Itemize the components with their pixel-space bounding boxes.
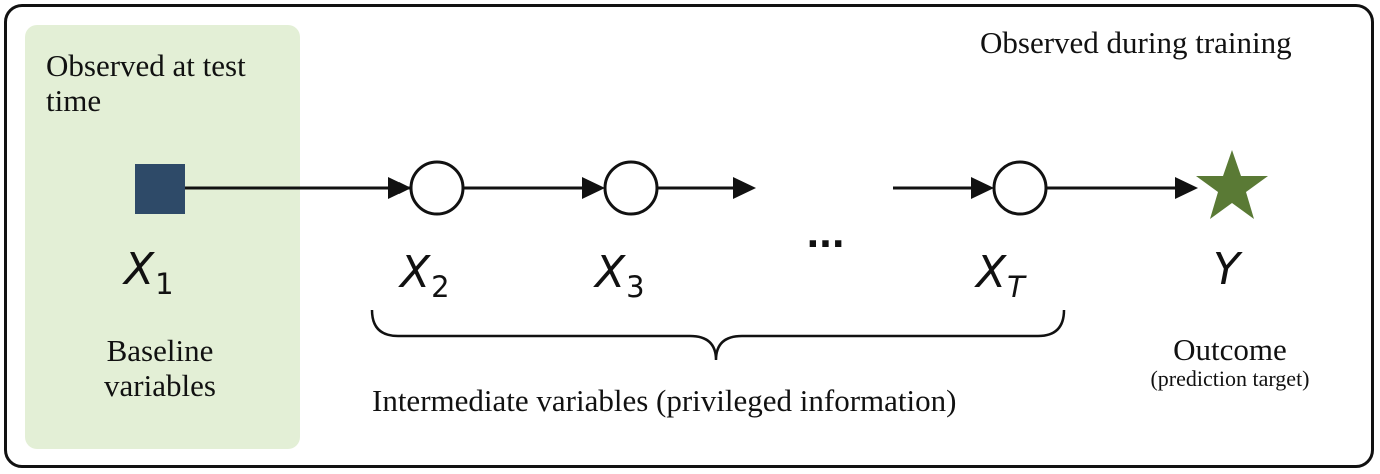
arrow-into-xt-head <box>971 177 994 199</box>
label-x3: X3 <box>595 247 645 304</box>
outcome-caption: Outcome <box>1173 332 1287 367</box>
node-xt-circle <box>992 160 1048 216</box>
arrow-x1-x2-head <box>388 177 411 199</box>
baseline-caption: Baseline variables <box>104 333 216 403</box>
label-y: Y <box>1213 244 1240 295</box>
label-x2: X2 <box>400 247 450 304</box>
node-x1-square <box>135 164 185 214</box>
label-x1: X1 <box>124 244 174 301</box>
test-time-region <box>25 25 300 449</box>
arrow-x3-continue-head <box>733 177 756 199</box>
test-region-title: Observed at test time <box>46 48 246 118</box>
arrow-xt-y-head <box>1175 177 1198 199</box>
training-region-title: Observed during training <box>980 25 1292 60</box>
node-y-star <box>1196 150 1268 219</box>
arrow-x2-x3-head <box>582 177 605 199</box>
node-x2-circle <box>409 160 465 216</box>
intermediate-brace <box>370 309 1066 361</box>
node-x3-circle <box>603 160 659 216</box>
training-region-frame <box>4 4 1374 468</box>
ellipsis-more-variables: ... <box>806 215 845 256</box>
intermediate-caption: Intermediate variables (privileged infor… <box>372 383 957 418</box>
outcome-subcaption: (prediction target) <box>1150 366 1310 391</box>
label-xt: XT <box>976 247 1025 304</box>
